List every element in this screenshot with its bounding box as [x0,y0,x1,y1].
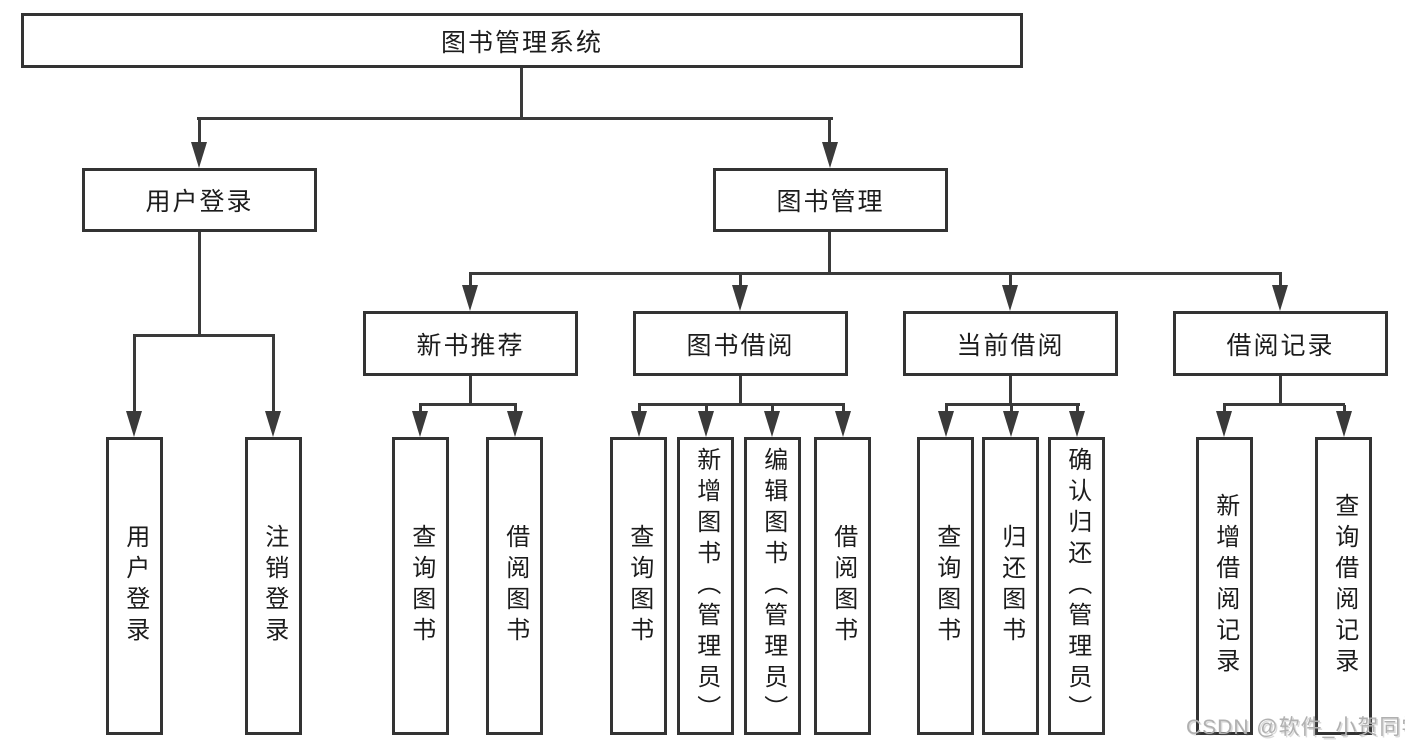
connector-line [514,405,517,413]
node-label: 图书管理 [776,188,885,216]
connector-line [945,403,1080,406]
connector-line [638,405,641,413]
connector-line [705,405,708,413]
connector-line [1010,405,1013,413]
leaf-label: 借阅图书 [829,524,857,648]
leaf-label: 新增借阅记录 [1211,493,1239,679]
leaf-label: 用户登录 [121,524,149,648]
leaf-query-borrow-record: 查询借阅记录 [1315,437,1372,735]
node-label: 新书推荐 [416,331,525,360]
arrow-down-icon [191,142,207,168]
connector-line [419,403,517,406]
node-user-login: 用户登录 [82,168,317,232]
connector-line [520,68,523,118]
connector-line [739,376,742,404]
arrow-down-icon [1272,285,1288,311]
node-borrowing-records: 借阅记录 [1173,311,1388,376]
leaf-confirm-return-admin: 确认归还（管理员） [1048,437,1105,735]
connector-line [1279,376,1282,404]
connector-line [197,117,833,120]
arrow-down-icon [1002,285,1018,311]
connector-line [771,405,774,413]
arrow-down-icon [835,411,851,437]
leaf-label: 新增图书（管理员） [692,447,720,726]
connector-line [1279,274,1282,287]
connector-line [272,336,275,413]
node-label: 图书借阅 [686,331,795,360]
connector-line [945,405,948,413]
connector-line [1223,405,1226,413]
leaf-edit-book-admin: 编辑图书（管理员） [744,437,801,735]
connector-line [1343,405,1346,413]
leaf-add-borrow-record: 新增借阅记录 [1196,437,1253,735]
leaf-label: 归还图书 [997,524,1025,648]
arrow-down-icon [732,285,748,311]
connector-line [198,118,201,144]
arrow-down-icon [126,411,142,437]
connector-line [1223,403,1345,406]
leaf-borrow-books-recommend: 借阅图书 [486,437,543,735]
arrow-down-icon [938,411,954,437]
connector-line [133,334,275,337]
leaf-label: 查询借阅记录 [1330,493,1358,679]
connector-line [1009,376,1012,404]
arrow-down-icon [462,285,478,311]
node-label: 借阅记录 [1226,331,1335,360]
arrow-down-icon [507,411,523,437]
arrow-down-icon [698,411,714,437]
leaf-label: 查询图书 [407,524,435,648]
leaf-label: 注销登录 [260,524,288,648]
arrow-down-icon [1069,411,1085,437]
connector-line [469,272,1282,275]
connector-line [739,274,742,287]
csdn-watermark: CSDN @软件_小贺同学 [1186,716,1405,739]
leaf-label: 借阅图书 [501,524,529,648]
connector-line [133,336,136,413]
node-new-book-recommendation: 新书推荐 [363,311,578,376]
connector-line [1076,405,1079,413]
leaf-user-login: 用户登录 [106,437,163,735]
connector-line [469,376,472,404]
leaf-return-book: 归还图书 [982,437,1039,735]
connector-line [638,403,845,406]
leaf-query-books-current: 查询图书 [917,437,974,735]
connector-line [419,405,422,413]
node-book-borrowing: 图书借阅 [633,311,848,376]
arrow-down-icon [412,411,428,437]
connector-line [198,232,201,335]
arrow-down-icon [764,411,780,437]
leaf-borrow-books-borrowing: 借阅图书 [814,437,871,735]
leaf-query-books-recommend: 查询图书 [392,437,449,735]
connector-line [842,405,845,413]
node-book-management: 图书管理 [713,168,948,232]
arrow-down-icon [1003,411,1019,437]
node-label: 图书管理系统 [440,28,603,57]
leaf-logout: 注销登录 [245,437,302,735]
arrow-down-icon [631,411,647,437]
leaf-label: 查询图书 [932,524,960,648]
node-label: 用户登录 [145,188,254,216]
leaf-query-books-borrowing: 查询图书 [610,437,667,735]
node-library-management-system: 图书管理系统 [21,13,1023,68]
arrow-down-icon [265,411,281,437]
node-current-borrowing: 当前借阅 [903,311,1118,376]
connector-line [828,118,831,144]
connector-line [828,232,831,273]
node-label: 当前借阅 [956,331,1065,360]
leaf-add-book-admin: 新增图书（管理员） [677,437,734,735]
leaf-label: 确认归还（管理员） [1063,447,1091,726]
arrow-down-icon [1336,411,1352,437]
arrow-down-icon [1216,411,1232,437]
leaf-label: 编辑图书（管理员） [759,447,787,726]
arrow-down-icon [822,142,838,168]
connector-line [1009,274,1012,287]
leaf-label: 查询图书 [625,524,653,648]
connector-line [469,274,472,287]
